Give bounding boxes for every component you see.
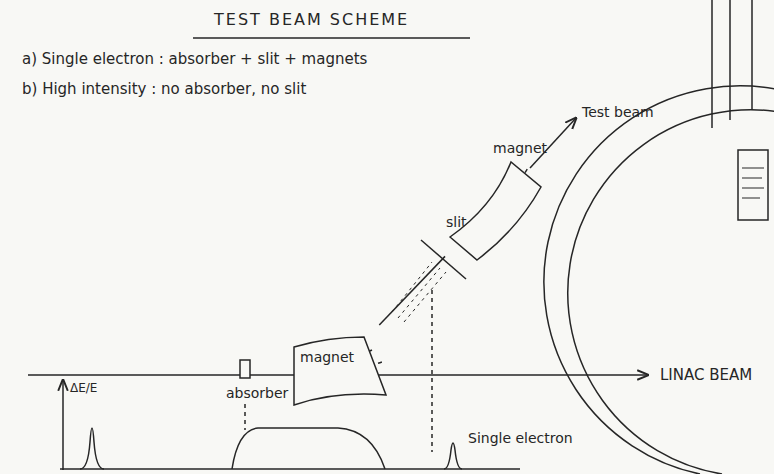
energy-axis: [62, 380, 64, 470]
absorber-spectrum: [232, 428, 385, 469]
absorber-projection: [244, 404, 246, 430]
beam-connector: [379, 256, 445, 325]
note: a) Single electron : absorber + slit + m…: [22, 50, 367, 68]
magnet-outline: [445, 140, 551, 262]
magnet-label: magnet: [300, 349, 354, 366]
magnet-shape: [450, 162, 541, 260]
beam-label: LINAC BEAM: [660, 366, 752, 384]
note: b) High intensity : no absorber, no slit: [22, 80, 306, 98]
building-wall: [711, 0, 713, 128]
linac-spectrum-peak: [80, 428, 104, 469]
magnet-shape: [294, 337, 386, 405]
building-wall: [544, 86, 774, 474]
control-room-block: [738, 150, 768, 220]
building-wall: [729, 0, 731, 120]
single-electron-peak: [444, 443, 462, 469]
magnet-label: magnet: [493, 140, 547, 157]
spectrum-baseline: [60, 468, 520, 470]
beam-label: Test beam: [582, 104, 654, 121]
magnet-outline: [290, 325, 390, 407]
slit-projection: [431, 290, 433, 452]
magnet: magnet: [445, 140, 551, 262]
building-wall: [751, 0, 753, 110]
title: TEST BEAM SCHEME: [214, 10, 409, 29]
dispersed-trajectories: [392, 262, 446, 322]
peak-label: Single electron: [468, 430, 573, 447]
axis-label: ΔE/E: [70, 381, 97, 395]
title-underline: [193, 37, 470, 39]
magnet: magnet: [290, 325, 390, 407]
part-label: absorber: [226, 385, 288, 402]
control-room-marks: [742, 168, 764, 198]
building-wall: [568, 110, 774, 474]
absorber-block: [240, 360, 250, 378]
